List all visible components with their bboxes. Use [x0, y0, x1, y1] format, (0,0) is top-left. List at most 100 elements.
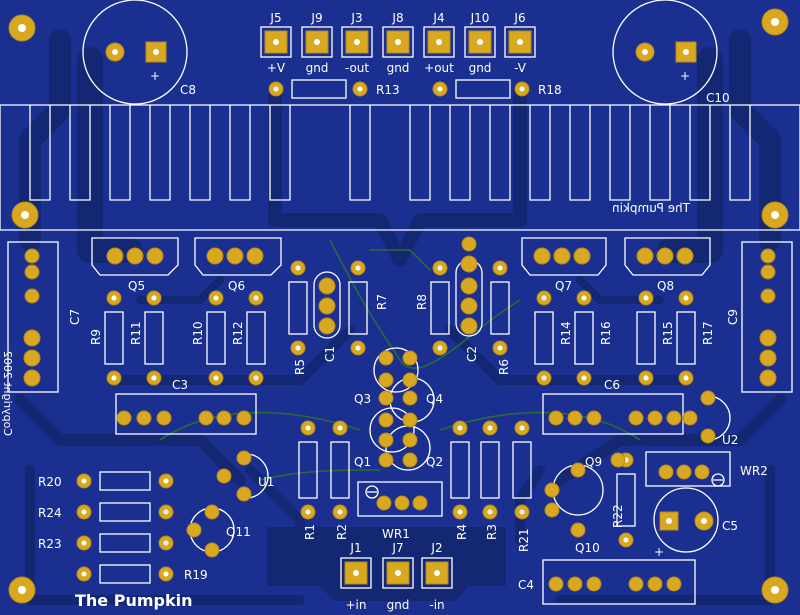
heatsink-outline — [0, 104, 800, 231]
connector-pin-label: -out — [345, 61, 370, 75]
transistor-q9-q10: Q9 Q10 — [544, 452, 626, 555]
connector-pin-label: gnd — [387, 598, 410, 612]
transistor-q5-label: Q5 — [128, 279, 145, 293]
resistor-r20: R20 — [38, 471, 174, 491]
transistor-q2-label: Q2 — [426, 455, 443, 469]
copyright-text: Copyright 2002 — [1, 351, 14, 436]
resistor-r5-label: R5 — [293, 359, 307, 375]
ic-u1: U1 — [216, 450, 274, 502]
resistor-r1: R1 — [298, 420, 318, 540]
capacitor-c6-label: C6 — [604, 378, 620, 392]
connector-pin-label: +V — [267, 61, 286, 75]
connector-ref-label: J4 — [432, 11, 444, 25]
capacitor-c8-plus: + — [150, 69, 160, 83]
capacitor-c6: C6 — [542, 378, 684, 435]
capacitor-c5-label: C5 — [722, 519, 738, 533]
capacitor-c7: C7 — [7, 241, 82, 393]
capacitor-c9: C9 — [726, 241, 793, 393]
resistor-r1-label: R1 — [303, 524, 317, 540]
resistor-r21-label: R21 — [517, 528, 531, 552]
resistor-r11: R11 — [104, 290, 143, 386]
resistor-r19-label: R19 — [184, 568, 208, 582]
connector-j5: J5+V — [260, 11, 292, 75]
capacitor-c8: + C8 — [82, 0, 196, 105]
resistor-r10: R10 — [191, 290, 226, 386]
resistor-r14-label: R14 — [559, 321, 573, 345]
transistor-q10-label: Q10 — [575, 541, 600, 555]
transistor-q6: Q6 — [194, 237, 282, 293]
capacitor-c2: C2 — [455, 236, 483, 362]
ic-u2: U2 — [682, 390, 738, 447]
capacitor-c4: C4 — [518, 559, 696, 605]
mounting-holes — [8, 8, 789, 604]
capacitor-c9-label: C9 — [726, 309, 740, 325]
transistor-q11-label: Q11 — [226, 525, 251, 539]
resistor-r11-label: R11 — [129, 321, 143, 345]
connector-pin-label: gnd — [469, 61, 492, 75]
resistor-r9: R9 — [89, 290, 164, 386]
resistor-r5: R5 — [288, 260, 308, 375]
capacitor-c8-label: C8 — [180, 83, 196, 97]
resistor-r14: R14 — [534, 290, 573, 386]
resistor-r24: R24 — [38, 502, 174, 522]
resistor-r8: R8 — [415, 260, 450, 356]
resistor-r3-label: R3 — [485, 524, 499, 540]
connector-j4: J4+out — [423, 11, 455, 75]
capacitor-c4-label: C4 — [518, 578, 534, 592]
board-title: The Pumpkin — [75, 591, 192, 610]
capacitor-c3: C3 — [115, 378, 257, 435]
connector-ref-label: J3 — [350, 11, 362, 25]
capacitor-c10: + C10 — [612, 0, 730, 105]
transistor-q8: Q8 — [624, 237, 711, 293]
transistor-q1-label: Q1 — [354, 455, 371, 469]
resistor-r2: R2 — [330, 420, 350, 540]
resistor-r18-label: R18 — [538, 83, 562, 97]
connector-pin-label: -V — [514, 61, 527, 75]
connector-pin-label: gnd — [387, 61, 410, 75]
transistor-cluster-q1-q4: Q3 Q4 Q1 Q2 — [354, 347, 443, 471]
connector-j6: J6-V — [504, 11, 536, 75]
resistor-r20-label: R20 — [38, 475, 62, 489]
ic-u2-label: U2 — [722, 433, 738, 447]
connector-j1: J1+in — [340, 541, 372, 612]
resistor-r15-label: R15 — [661, 321, 675, 345]
connector-ref-label: J2 — [430, 541, 442, 555]
connector-pin-label: -in — [429, 598, 444, 612]
resistor-r16-label: R16 — [599, 321, 613, 345]
transistor-q5: Q5 — [91, 237, 179, 293]
resistor-r17: R17 — [676, 290, 715, 386]
resistor-r16: R16 — [574, 290, 613, 386]
connector-ref-label: J1 — [349, 541, 361, 555]
resistor-r23-label: R23 — [38, 537, 62, 551]
resistor-r22-label: R22 — [611, 504, 625, 528]
ic-u1-label: U1 — [258, 475, 274, 489]
trimmer-wr2-label: WR2 — [740, 464, 768, 478]
resistor-r23: R23 — [38, 533, 174, 553]
capacitor-c10-plus: + — [680, 69, 690, 83]
transistor-q9-label: Q9 — [585, 455, 602, 469]
resistor-r7: R7 — [348, 260, 389, 356]
capacitor-c1: C1 — [313, 271, 341, 362]
resistor-r6: R6 — [490, 260, 511, 375]
resistor-r3: R3 — [480, 420, 500, 540]
resistor-r4-label: R4 — [455, 524, 469, 540]
capacitor-c5-plus: + — [654, 545, 664, 559]
resistor-r17-label: R17 — [701, 321, 715, 345]
connector-j3: J3 -out — [341, 11, 373, 75]
resistor-r2-label: R2 — [335, 524, 349, 540]
connector-j2: J2 -in — [421, 541, 453, 612]
transistor-q11: Q11 — [186, 504, 251, 558]
resistor-r8-label: R8 — [415, 294, 429, 310]
transistor-q8-label: Q8 — [657, 279, 674, 293]
resistor-r6-label: R6 — [497, 359, 511, 375]
transistor-q7-label: Q7 — [555, 279, 572, 293]
resistor-r7-label: R7 — [375, 294, 389, 310]
trimmer-wr1: WR1 — [357, 481, 443, 541]
mirrored-board-label: The Pumpkin — [612, 201, 691, 215]
